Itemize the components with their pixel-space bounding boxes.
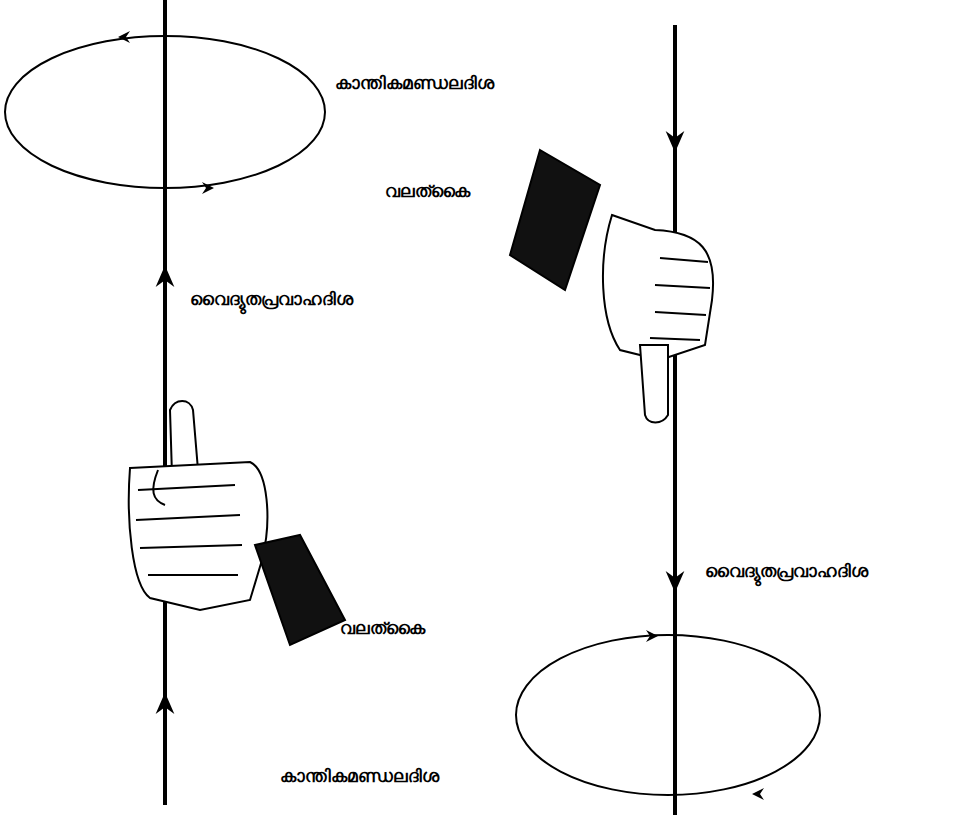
right-hand xyxy=(129,401,345,645)
field-loop xyxy=(516,635,820,795)
current-arrow xyxy=(668,574,682,590)
current-arrow xyxy=(668,134,682,150)
field-arrow xyxy=(752,788,764,800)
current-direction-label: വൈദ്യുതപ്രവാഹദിശ xyxy=(705,560,868,582)
hand-label: വലത്കൈ xyxy=(385,180,470,202)
hand-label: വലത്കൈ xyxy=(340,617,425,639)
field-arrow xyxy=(646,630,658,642)
wire xyxy=(163,0,167,805)
right-hand xyxy=(510,150,713,423)
current-arrow xyxy=(158,695,172,711)
current-arrow xyxy=(158,268,172,284)
field-direction-label: കാന്തികമണ്ഡലദിശ xyxy=(280,765,439,787)
current-direction-label: വൈദ്യുതപ്രവാഹദിശ xyxy=(190,288,353,310)
field-arrow xyxy=(202,182,214,194)
field-arrow xyxy=(118,31,130,43)
field-loop xyxy=(5,36,325,188)
field-direction-label: കാന്തികമണ്ഡലദിശ xyxy=(335,72,494,94)
